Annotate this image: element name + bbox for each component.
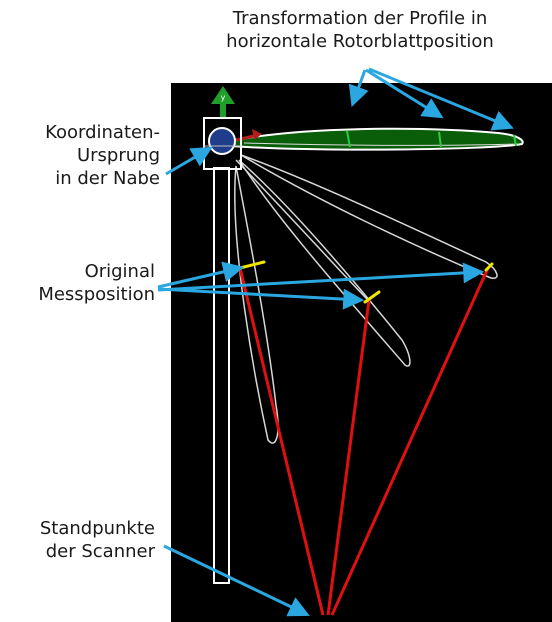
- measure-arrow-1: [157, 261, 245, 289]
- axis-y-arrow-icon: y: [211, 86, 235, 119]
- title-label: Transformation der Profile in horizontal…: [226, 8, 494, 52]
- axis-x-arrow-icon: [235, 129, 262, 142]
- measure-arrow-3: [157, 262, 485, 292]
- tower-outline: [213, 167, 230, 584]
- title-arrow-3: [368, 67, 514, 131]
- blade-profile-middle: [238, 159, 411, 367]
- scanner-positions-label: Standpunkte der Scanner: [39, 518, 155, 562]
- title-arrow-1: [348, 69, 369, 107]
- callout-arrows: [157, 67, 514, 617]
- scanner-arrow: [163, 544, 310, 617]
- original-blade-profiles: [234, 154, 498, 444]
- svg-text:y: y: [221, 93, 226, 102]
- scanner-beam-right: [330, 267, 490, 616]
- title-arrow-2: [365, 68, 444, 119]
- measure-arrow-2: [157, 287, 365, 310]
- hub-icon: [203, 117, 242, 170]
- measure-position-label: Original Messposition: [38, 261, 155, 305]
- transformed-horizontal-profile: [229, 127, 524, 151]
- origin-arrow: [165, 146, 213, 176]
- blade-profile-low: [240, 154, 498, 279]
- scanner-beam-middle: [326, 299, 371, 616]
- scanner-beams: [238, 267, 490, 616]
- origin-label: Koordinaten- Ursprung in der Nabe: [45, 122, 160, 189]
- scanner-beam-left: [238, 267, 325, 616]
